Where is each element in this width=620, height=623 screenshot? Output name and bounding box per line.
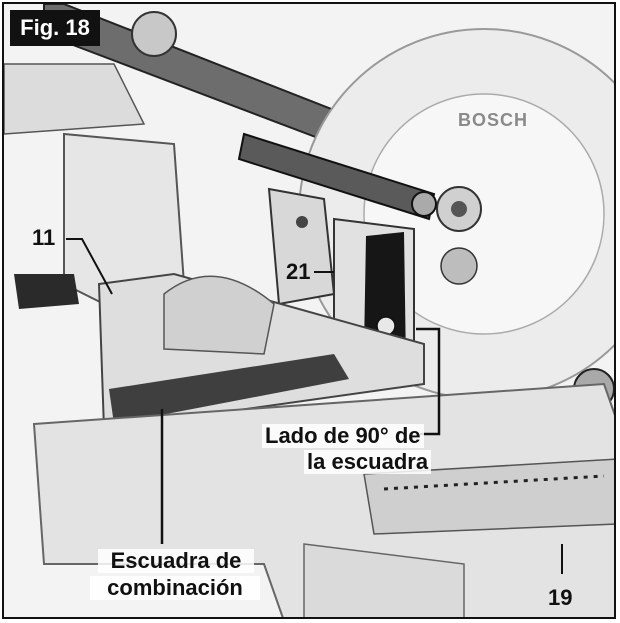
callout-21: 21	[286, 259, 311, 284]
brand-logo: BOSCH	[458, 110, 529, 130]
lower-bracket	[267, 187, 336, 306]
clamp-handle	[14, 274, 79, 309]
upper-arm	[43, 4, 346, 146]
figure-label: Fig. 18	[10, 10, 100, 46]
combination-square-rule	[109, 354, 349, 424]
callout-square-side-line2: la escuadra	[304, 450, 432, 474]
bracket-screw	[296, 216, 308, 228]
callout-combination-square-line1: Escuadra de	[98, 549, 254, 573]
pivot-knob	[131, 11, 177, 57]
square-head	[163, 275, 275, 355]
callout-11: 11	[32, 225, 56, 250]
base-front	[303, 543, 465, 617]
callout-19: 19	[548, 585, 573, 610]
linkage-bar	[237, 132, 436, 221]
miter-scale-ticks	[383, 474, 605, 491]
guard-knob	[440, 247, 478, 285]
blade	[363, 93, 605, 335]
callout-square-side-line1: Lado de 90° de	[262, 424, 424, 448]
linkage-pin	[411, 191, 437, 217]
callout-combination-square-line2: combinación	[90, 576, 260, 600]
miter-saw-illustration	[4, 4, 614, 617]
blade-bolt	[451, 201, 467, 217]
leader-11	[66, 238, 113, 295]
left-housing	[4, 63, 146, 135]
miter-scale	[363, 458, 614, 535]
leader-square-side	[416, 327, 441, 436]
